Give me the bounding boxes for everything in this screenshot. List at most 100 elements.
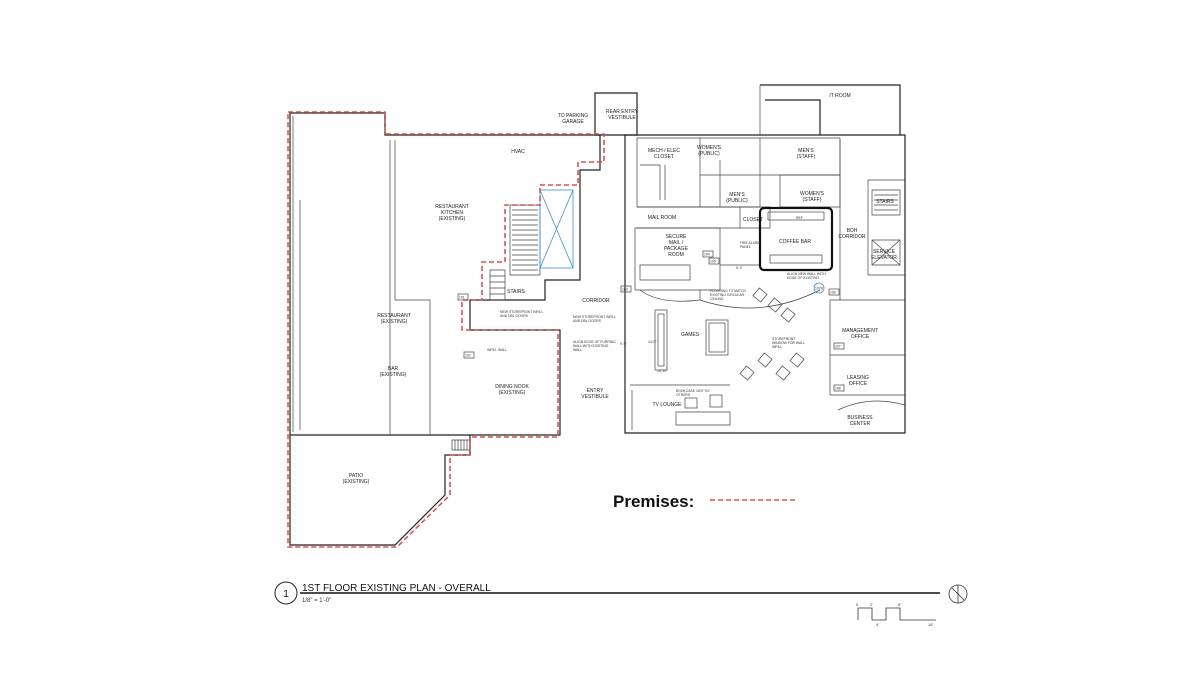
legend-label: Premises: [613, 492, 694, 511]
note-dim-4: 9'-9" [620, 342, 628, 346]
tag-101: 101 [459, 296, 465, 300]
scale-bar: 0 2' 4' 8' 16' [856, 602, 936, 627]
tag-107: 107 [835, 345, 841, 349]
scale-tick-4: 4' [876, 622, 879, 627]
label-business-2: CENTER [850, 421, 871, 427]
drawing-number-bubble [274, 581, 298, 605]
note-furring-1: ALIGN EDGE OF FURRING [573, 340, 616, 344]
note-furring-2: WALL WITH EXISTING [573, 344, 609, 348]
label-rear-entry-2: VESTIBULE [608, 115, 636, 121]
tag-104: 104 [704, 253, 710, 257]
note-dim-2: 14'-0" [648, 340, 657, 344]
label-men-staff-2: (STAFF) [797, 154, 816, 160]
drawing-scale: 1/8" = 1'-0" [302, 598, 331, 604]
note-storefront-1: NEW STOREFRONT INFILL [500, 310, 543, 314]
label-management-2: OFFICE [851, 334, 870, 340]
label-closet: CLOSET [743, 217, 763, 223]
label-women-public-2: (PUBLIC) [698, 151, 720, 157]
note-align-1: ALIGN NEW WALL WITH [787, 272, 826, 276]
label-leasing-2: OFFICE [849, 381, 868, 387]
note-storefront-r2: WINDOW FOR WALL [772, 341, 805, 345]
label-women-public-1: WOMEN'S [697, 145, 722, 151]
label-mech-2: CLOSET [654, 154, 674, 160]
tag-103: 103 [622, 288, 628, 292]
label-leasing-1: LEASING [847, 375, 869, 381]
label-women-staff-2: (STAFF) [803, 197, 822, 203]
scale-tick-16: 16' [928, 622, 933, 627]
building-walls [289, 84, 906, 546]
label-patio-2: (EXISTING) [343, 479, 370, 485]
label-women-staff-1: WOMEN'S [800, 191, 825, 197]
note-infill-wall: INFILL WALL [487, 348, 507, 352]
note-flooring-2: EXISTING CIRCULAR [710, 293, 745, 297]
skylight [539, 189, 574, 269]
door-tags: 101 102 103 104 105 106 107 108 107B [457, 250, 845, 392]
north-arrow-icon [948, 584, 968, 604]
label-stairs-left: STAIRS [507, 289, 525, 295]
premises-boundary [287, 111, 605, 548]
tag-106: 106 [830, 291, 836, 295]
label-mech-1: MECH / ELEC [648, 148, 680, 154]
note-furring-3: WALL [573, 348, 582, 352]
label-restaurant-2: (EXISTING) [381, 319, 408, 325]
label-entry-2: VESTIBULE [581, 394, 609, 400]
label-entry-1: ENTRY [587, 388, 605, 394]
label-kitchen-3: (EXISTING) [439, 216, 466, 222]
label-it-room: IT ROOM [829, 93, 850, 99]
label-patio-1: PATIO [349, 473, 363, 479]
label-secure-2: MAIL / [669, 240, 684, 246]
note-storefront-b1: NEW STOREFRONT INFILL [573, 315, 616, 319]
label-tv-lounge: TV LOUNGE [653, 402, 683, 408]
tag-108: 108 [835, 387, 841, 391]
tag-102: 102 [465, 354, 471, 358]
label-to-parking-2: GARAGE [562, 119, 584, 125]
label-secure-1: SECURE [666, 234, 688, 240]
label-men-public-2: (PUBLIC) [726, 198, 748, 204]
label-management-1: MANAGEMENT [842, 328, 878, 334]
coffee-bar-outline [758, 206, 834, 272]
note-bookcase-1: BOOKCASE 18'/0" BY [676, 389, 711, 393]
label-boh-1: BOH [847, 228, 858, 234]
note-flooring-3: CEILING [710, 297, 724, 301]
drawing-title: 1ST FLOOR EXISTING PLAN - OVERALL [302, 583, 491, 594]
label-rear-entry-1: REAR ENTRY [606, 109, 639, 115]
label-secure-3: PACKAGE [664, 246, 688, 252]
label-men-staff-1: MEN'S [798, 148, 814, 154]
label-kitchen-2: KITCHEN [441, 210, 463, 216]
note-align-2: EDGE OF EXISTING [787, 276, 819, 280]
note-ref: REF [796, 216, 803, 220]
note-bookcase-2: OTHERS [676, 393, 691, 397]
label-stairs-right: STAIRS [876, 199, 894, 205]
label-kitchen-1: RESTAURANT [435, 204, 469, 210]
scale-tick-8: 8' [898, 602, 901, 607]
label-games: GAMES [681, 332, 700, 338]
note-storefront-r3: INFILL [772, 345, 782, 349]
label-coffee-bar: COFFEE BAR [779, 239, 811, 245]
label-restaurant-1: RESTAURANT [377, 313, 411, 319]
premises-legend: Premises: [613, 492, 798, 511]
note-flooring-1: FLOORING TO MATCH [710, 289, 747, 293]
label-men-public-1: MEN'S [729, 192, 745, 198]
note-fire-2: PANEL [740, 245, 751, 249]
label-corridor: CORRIDOR [582, 298, 610, 304]
label-dining-2: (EXISTING) [499, 390, 526, 396]
title-block: 1 1ST FLOOR EXISTING PLAN - OVERALL 1/8"… [274, 581, 968, 627]
label-boh-2: CORRIDOR [838, 234, 866, 240]
tag-105: 105 [710, 260, 716, 264]
label-business-1: BUSINESS [847, 415, 873, 421]
note-storefront-b2: AND DBL DOORS [573, 319, 602, 323]
label-bar-1: BAR [388, 366, 399, 372]
note-storefront-2: AND DBL DOORS [500, 314, 529, 318]
label-to-parking-1: TO PARKING [558, 113, 588, 119]
label-secure-4: ROOM [668, 252, 684, 258]
label-service-1: SERVICE [873, 249, 896, 255]
note-dim-3: 14'-10" [657, 369, 668, 373]
scale-tick-0: 0 [856, 602, 859, 607]
label-mail-room: MAIL ROOM [648, 215, 676, 221]
scale-tick-2: 2' [870, 602, 873, 607]
note-storefront-r1: STOREFRONT [772, 337, 795, 341]
label-hvac: HVAC [511, 149, 525, 155]
drawing-number: 1 [283, 589, 289, 600]
label-dining-1: DINING NOOK [495, 384, 529, 390]
